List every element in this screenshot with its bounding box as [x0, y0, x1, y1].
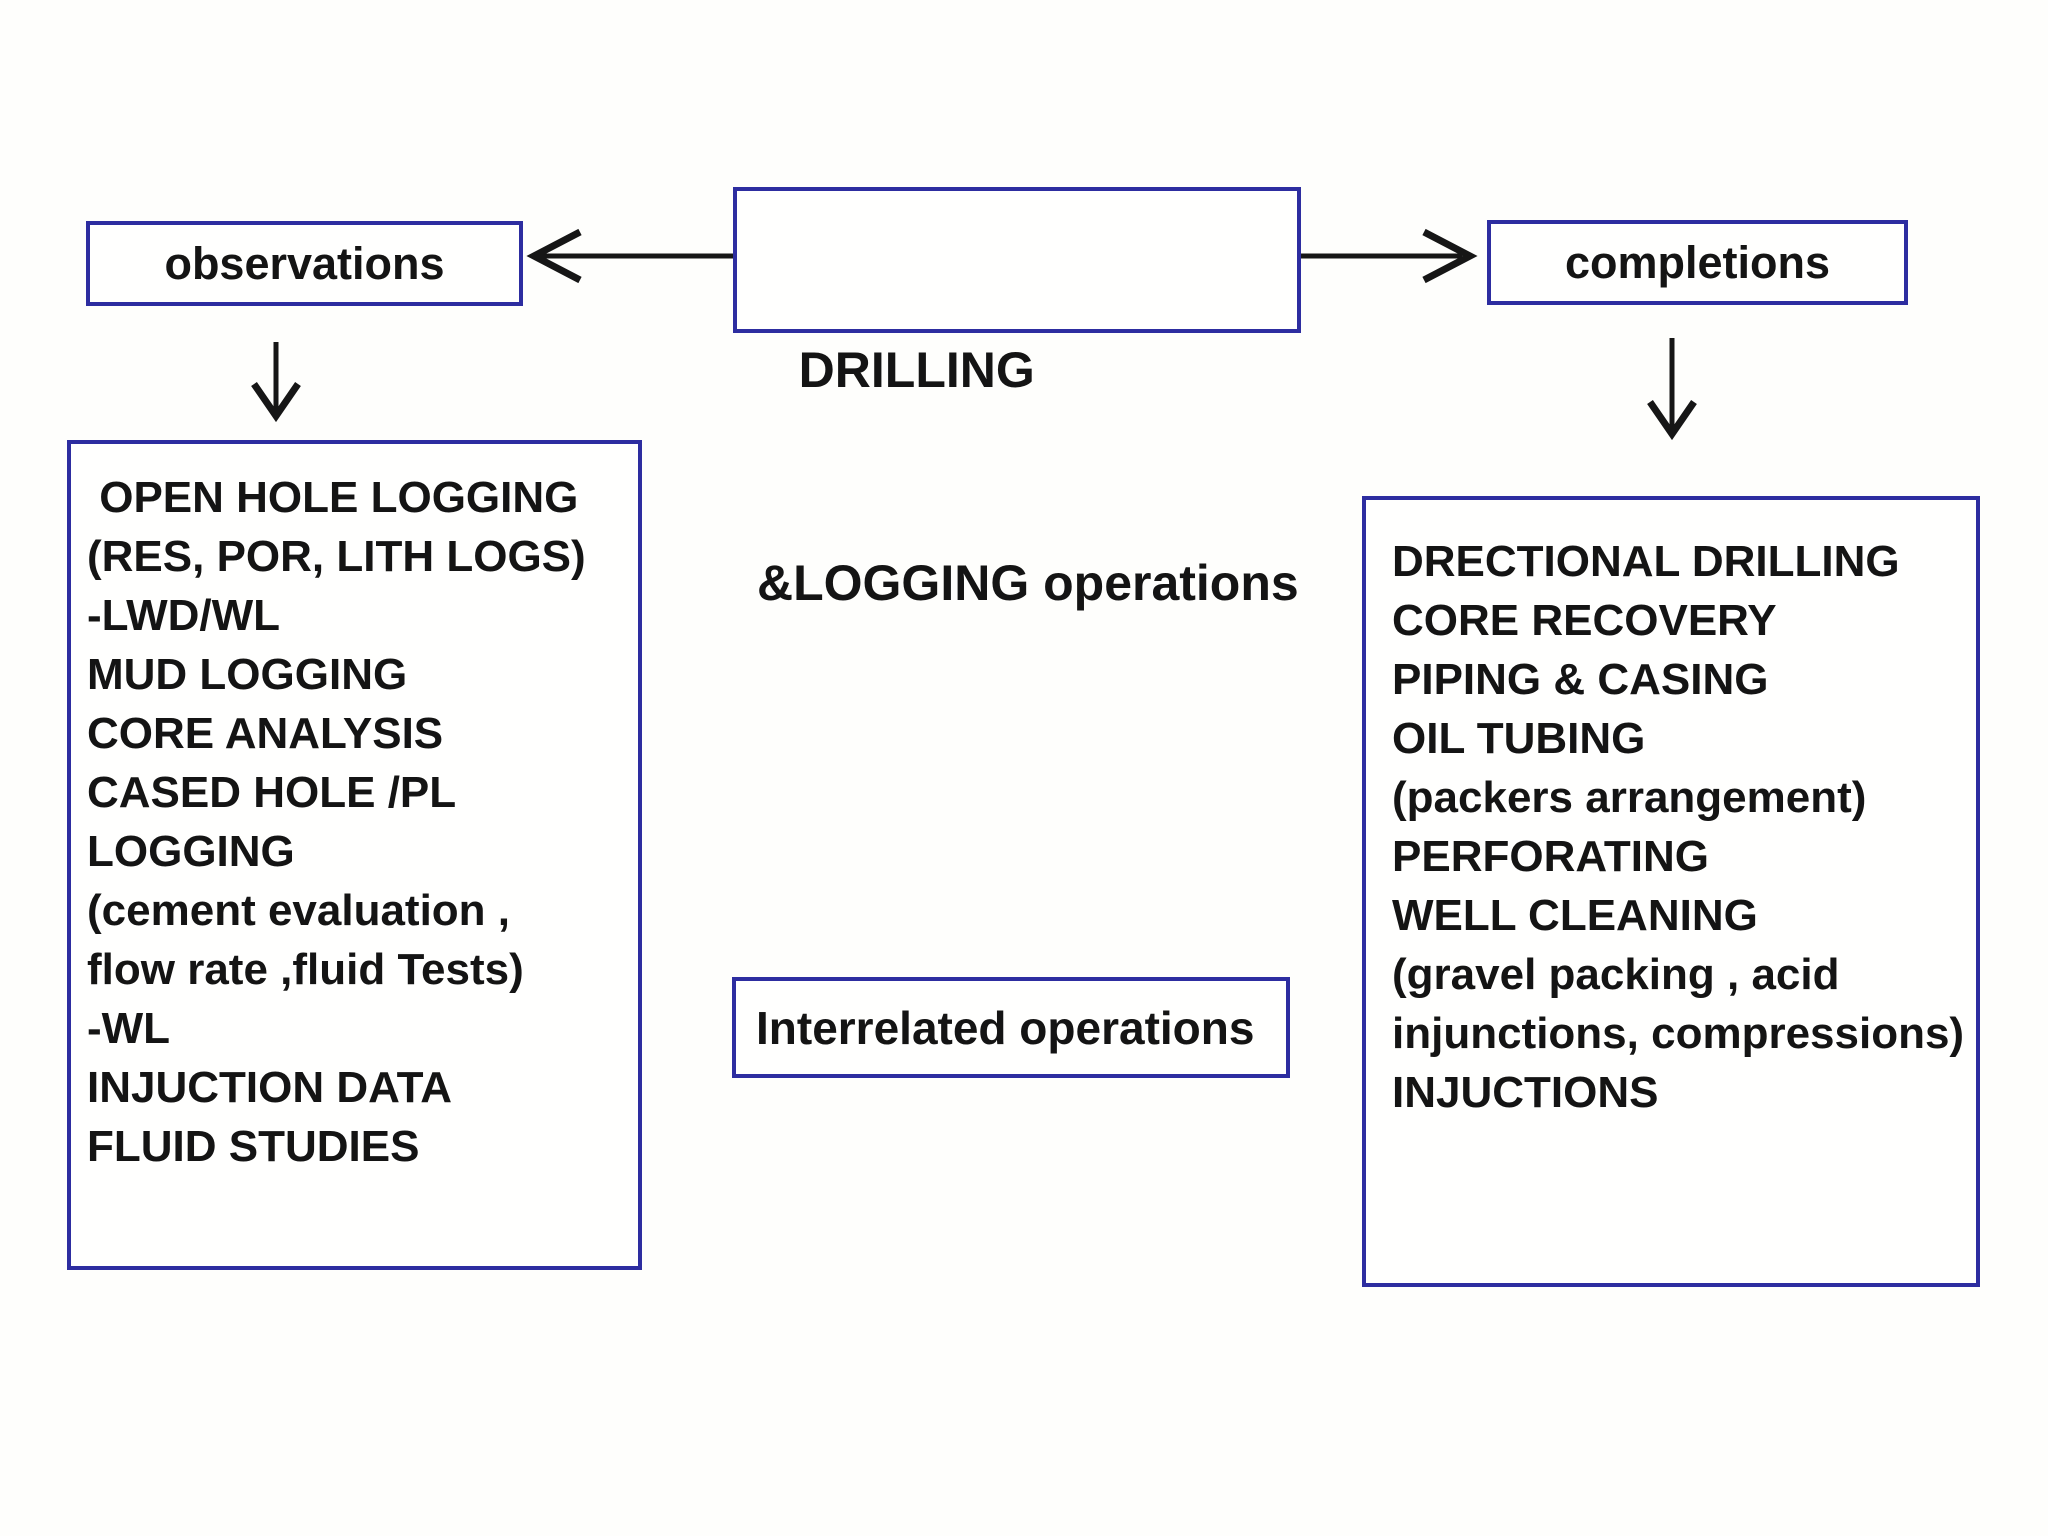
observations-label: observations	[164, 237, 445, 289]
list-line: DRECTIONAL DRILLING	[1392, 537, 1900, 586]
arrow-down-observations-icon	[251, 342, 301, 423]
list-line: INJUCTION DATA	[87, 1063, 453, 1112]
list-line: (gravel packing , acid	[1392, 950, 1840, 999]
list-line: CASED HOLE /PL	[87, 768, 457, 817]
list-line: CORE RECOVERY	[1392, 596, 1777, 645]
list-line: OIL TUBING	[1392, 714, 1646, 763]
completions-label: completions	[1564, 236, 1831, 288]
interrelated-operations-label: Interrelated operations	[756, 1001, 1255, 1054]
list-line: INJUCTIONS	[1392, 1068, 1659, 1117]
observations-detail-box: OPEN HOLE LOGGING (RES, POR, LITH LOGS) …	[67, 440, 642, 1270]
completions-detail-box: DRECTIONAL DRILLING CORE RECOVERY PIPING…	[1362, 496, 1980, 1287]
arrow-left-icon	[526, 228, 733, 284]
interrelated-operations-box: Interrelated operations	[732, 977, 1290, 1078]
drilling-box-line2: &LOGGING operations	[757, 555, 1299, 611]
list-line: (RES, POR, LITH LOGS)	[87, 532, 586, 581]
arrow-down-completions-icon	[1647, 338, 1697, 441]
list-line: MUD LOGGING	[87, 650, 408, 699]
list-line: (cement evaluation ,	[87, 886, 511, 935]
arrow-right-icon	[1301, 228, 1478, 284]
list-line: OPEN HOLE LOGGING	[87, 473, 579, 522]
observations-box: observations	[86, 221, 523, 306]
list-line: -WL	[87, 1004, 171, 1053]
list-line: CORE ANALYSIS	[87, 709, 444, 758]
completions-box: completions	[1487, 220, 1908, 305]
list-line: injunctions, compressions)	[1392, 1009, 1965, 1058]
list-line: WELL CLEANING	[1392, 891, 1758, 940]
list-line: PERFORATING	[1392, 832, 1709, 881]
drilling-box-line1: DRILLING	[757, 342, 1035, 398]
list-line: flow rate ,fluid Tests)	[87, 945, 524, 994]
list-line: (packers arrangement)	[1392, 773, 1867, 822]
list-line: LOGGING	[87, 827, 295, 876]
list-line: PIPING & CASING	[1392, 655, 1769, 704]
list-line: FLUID STUDIES	[87, 1122, 420, 1171]
list-line: -LWD/WL	[87, 591, 281, 640]
drilling-logging-operations-box: DRILLING &LOGGING operations	[733, 187, 1301, 611]
